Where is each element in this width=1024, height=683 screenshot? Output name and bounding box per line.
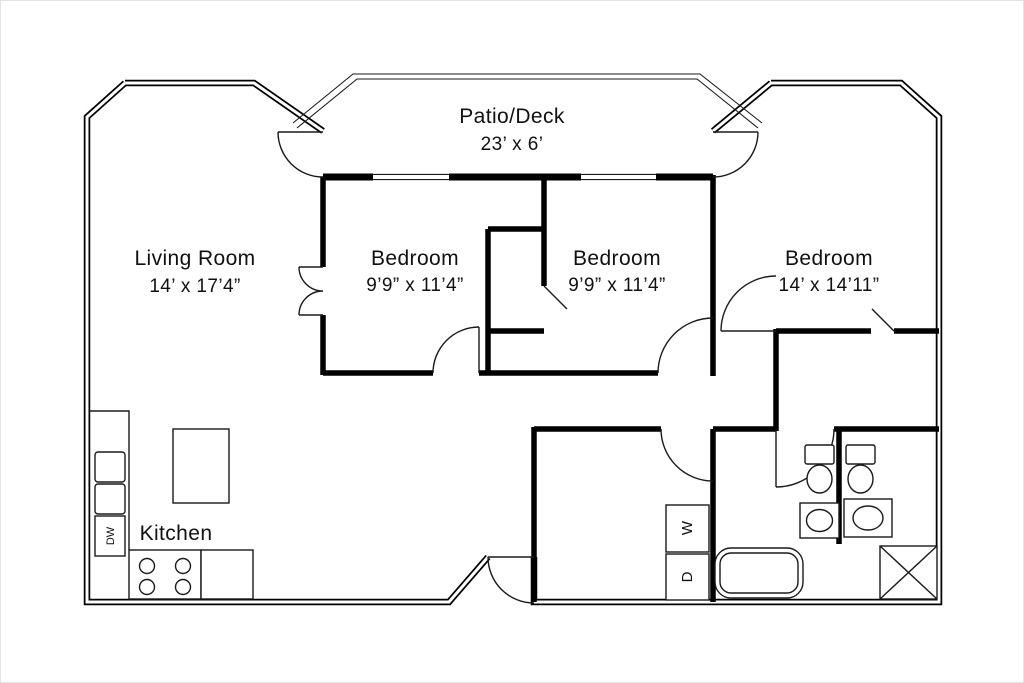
kitchen-island <box>172 428 230 504</box>
kitchen-sink-bowl-2 <box>94 483 126 515</box>
sliding-door-glass-lines <box>373 173 656 181</box>
bedroom-2-name: Bedroom <box>573 247 661 270</box>
washer-label: W <box>679 520 696 535</box>
stove <box>128 549 202 600</box>
dishwasher-label: DW <box>105 526 117 545</box>
toilet-1-bowl <box>806 464 833 494</box>
sink-basin-1 <box>805 508 834 533</box>
railing-outer-line <box>292 73 763 124</box>
interior-walls <box>320 175 939 602</box>
patio-railing <box>292 73 763 129</box>
bedroom-3-name: Bedroom <box>785 247 873 270</box>
windows <box>373 173 656 181</box>
bedroom-3-dims: 14’ x 14’11” <box>779 275 880 296</box>
door-swing-arcs <box>277 131 835 604</box>
exterior-walls <box>83 79 943 606</box>
kitchen-name: Kitchen <box>140 522 213 545</box>
bathtub-inner <box>719 552 799 594</box>
kitchen-fixtures: DW <box>89 410 254 600</box>
door-leaves <box>278 131 895 558</box>
living-room-dims: 14’ x 17’4” <box>149 276 240 297</box>
bedroom-1-dims: 9’9” x 11’4” <box>366 275 463 296</box>
bedroom-1-name: Bedroom <box>371 247 459 270</box>
bathroom-fixtures <box>714 444 938 600</box>
toilet-2-bowl <box>847 464 874 494</box>
kitchen-counter-edge <box>89 410 130 550</box>
stove-burner-2 <box>174 557 192 575</box>
patio-room-dims: 23’ x 6’ <box>481 134 544 155</box>
bedroom-2-dims: 9’9” x 11’4” <box>568 275 665 296</box>
washer-box <box>665 504 710 553</box>
room-labels: Patio/Deck 23’ x 6’ Living Room 14’ x 17… <box>134 105 879 545</box>
shower-x-mark <box>879 545 938 600</box>
toilet-2-tank <box>845 444 876 465</box>
dryer-box <box>665 553 710 601</box>
toilet-1-tank <box>804 444 835 465</box>
kitchen-sink-bowl-1 <box>94 451 126 483</box>
dishwasher-box <box>94 515 126 557</box>
living-room-name: Living Room <box>134 247 255 270</box>
exterior-wall-core <box>85 81 941 604</box>
sink-basin-2 <box>852 505 884 531</box>
patio-room-name: Patio/Deck <box>459 105 565 128</box>
stove-burner-1 <box>138 557 156 575</box>
dryer-label: D <box>679 571 696 582</box>
railing-inner-line <box>296 78 759 129</box>
stove-burner-3 <box>138 578 156 596</box>
kitchen-base-cabinet <box>200 549 254 600</box>
stove-burner-4 <box>174 578 192 596</box>
interior-wall-segments <box>320 175 939 602</box>
laundry-fixtures: W D <box>665 504 710 601</box>
